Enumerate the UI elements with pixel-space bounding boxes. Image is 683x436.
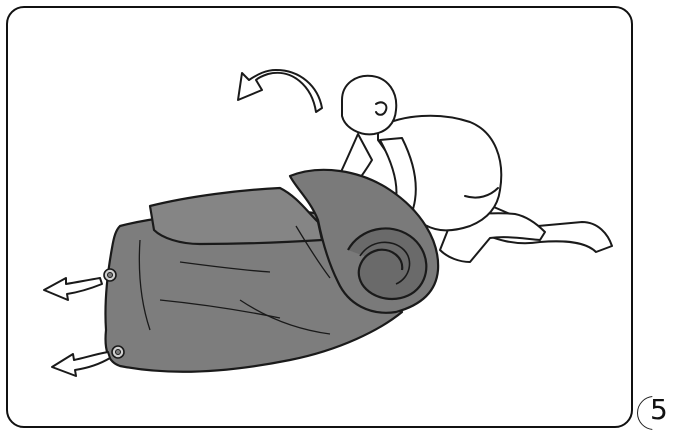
- rolled-mat: [104, 170, 438, 372]
- curved-rotate-arrow-icon: [238, 70, 322, 112]
- air-out-arrow-icon: [52, 352, 110, 376]
- air-out-arrow-icon: [44, 278, 102, 300]
- step-number: 5: [650, 392, 668, 428]
